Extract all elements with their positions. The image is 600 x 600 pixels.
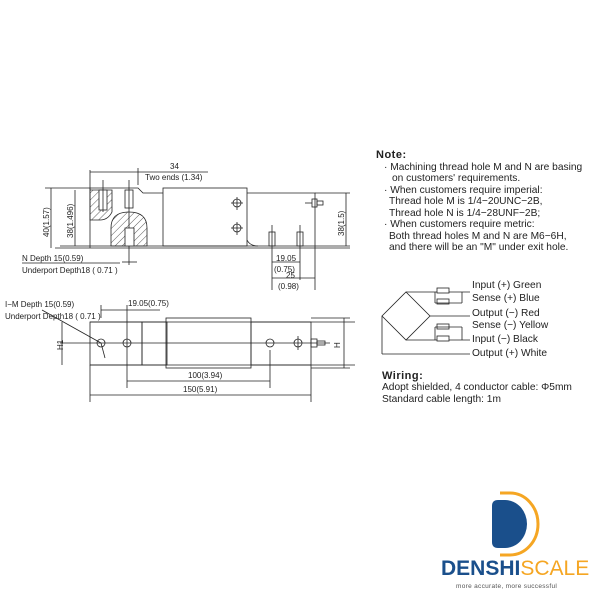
note-line: and there will be an "M" under exit hole…: [389, 242, 569, 253]
m-depth-label: I−M Depth 15(0.59): [5, 300, 75, 309]
dim-100: 100(3.94): [188, 371, 223, 380]
note-title: Note:: [376, 149, 407, 161]
wire-label: Output (+) White: [472, 348, 548, 359]
dim-19-05: 19.05: [276, 254, 297, 263]
wire-label: Input (−) Black: [472, 334, 538, 345]
dim-19-05-0-75: 19.05(0.75): [128, 299, 169, 308]
dim-height-38-left: 38(1.496): [66, 203, 75, 238]
dim-height-38-right: 38(1.5): [337, 210, 346, 236]
dim-h1: H1: [56, 339, 65, 350]
denshiscale-logo-icon: [492, 491, 540, 557]
wiring-title: Wiring:: [382, 370, 424, 382]
dim-two-ends: Two ends (1.34): [145, 173, 203, 182]
dim-34: 34: [170, 162, 179, 171]
wire-label: Sense (+) Blue: [472, 293, 540, 304]
note-line: Thread hole N is 1/4−28UNF−2B;: [389, 207, 541, 219]
wiring-section: Wiring: Adopt shielded, 4 conductor cabl…: [382, 370, 572, 406]
top-underport-depth-label: Underport Depth18 ( 0.71 ): [5, 312, 101, 321]
wire-label: Output (−) Red: [472, 308, 540, 319]
dim-h: H: [333, 342, 342, 348]
dim-0-98: (0.98): [278, 282, 299, 291]
wire-label: Input (+) Green: [472, 280, 542, 291]
note-line: Thread hole M is 1/4−20UNC−2B,: [389, 196, 543, 207]
note-line: · Machining thread hole M and N are basi…: [384, 161, 583, 173]
note-section: Note: · Machining thread hole M and N ar…: [376, 149, 600, 254]
note-line: on customers' requirements.: [392, 173, 521, 184]
n-depth-label: N Depth 15(0.59): [22, 254, 84, 263]
dim-0-75: (0.75): [274, 265, 295, 274]
wiring-cable: Adopt shielded, 4 conductor cable: Φ5mm: [382, 382, 572, 393]
dim-height-40: 40(1.57): [42, 207, 51, 237]
note-line: · When customers require imperial:: [384, 184, 543, 196]
brand-tagline: more accurate, more successful: [456, 583, 558, 590]
note-line: Both thread holes M and N are M6−6H,: [389, 230, 567, 242]
wire-label: Sense (−) Yellow: [472, 320, 549, 331]
wiring-length: Standard cable length: 1m: [382, 394, 501, 405]
brand-part2: SCALE: [520, 557, 590, 580]
brand-name: DENSHISCALE: [441, 557, 589, 581]
note-line: · When customers require metric:: [384, 219, 535, 230]
brand-part1: DENSHI: [441, 557, 521, 580]
underport-depth-label: Underport Depth18 ( 0.71 ): [22, 266, 118, 275]
dim-150: 150(5.91): [183, 385, 218, 394]
dim-25: 25: [286, 271, 295, 280]
